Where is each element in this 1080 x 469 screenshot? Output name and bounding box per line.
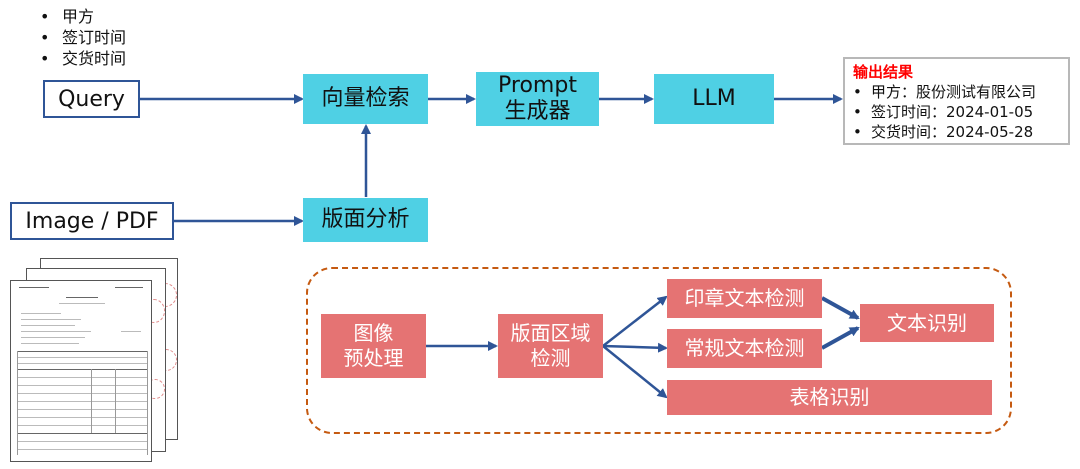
output-item: 交货时间：2024-05-28 [853, 122, 1060, 142]
seal-text-detection-box: 印章文本检测 [667, 279, 822, 318]
layout-analysis-box: 版面分析 [303, 198, 428, 242]
prompt-generator-label-2: 生成器 [504, 99, 571, 124]
output-item: 甲方：股份测试有限公司 [853, 82, 1060, 102]
layout-region-detection-box: 版面区域 检测 [498, 314, 603, 378]
arrow-normal-to-textrec [821, 326, 860, 350]
prompt-generator-box: Prompt 生成器 [476, 72, 599, 126]
normal-text-detection-box: 常规文本检测 [667, 329, 822, 368]
vector-search-box: 向量检索 [303, 74, 428, 124]
bullet-item: 甲方 [40, 6, 126, 27]
arrow-seal-to-textrec [821, 296, 860, 320]
text-recognition-label: 文本识别 [887, 310, 967, 335]
image-preprocess-label-1: 图像 [353, 321, 394, 345]
layout-region-detection-label-1: 版面区域 [510, 321, 591, 345]
image-pdf-box: Image / PDF [10, 202, 174, 240]
query-label: Query [58, 86, 125, 112]
output-title: 输出结果 [853, 63, 914, 81]
layout-region-detection-label-2: 检测 [530, 346, 571, 370]
layout-analysis-label: 版面分析 [321, 207, 410, 232]
bullet-item: 交货时间 [40, 48, 126, 69]
layout-analysis-detail-frame [306, 267, 1012, 434]
arrow-region-to-seal [602, 295, 668, 347]
image-pdf-label: Image / PDF [25, 208, 159, 234]
table-recognition-label: 表格识别 [789, 385, 870, 409]
output-result-panel: 输出结果 甲方：股份测试有限公司 签订时间：2024-01-05 交货时间：20… [843, 57, 1070, 145]
output-item: 签订时间：2024-01-05 [853, 102, 1060, 122]
arrow-region-to-table [602, 345, 668, 399]
prompt-generator-label-1: Prompt [498, 73, 577, 98]
text-recognition-box: 文本识别 [860, 304, 994, 342]
bullet-item: 签订时间 [40, 27, 126, 48]
table-recognition-box: 表格识别 [667, 380, 992, 415]
llm-box: LLM [654, 74, 774, 124]
document-stack-illustration [10, 258, 180, 464]
image-preprocess-label-2: 预处理 [343, 346, 404, 370]
seal-text-detection-label: 印章文本检测 [684, 286, 805, 310]
query-box: Query [43, 80, 140, 118]
document-page-front [10, 280, 152, 462]
query-fields-list: 甲方 签订时间 交货时间 [40, 6, 126, 69]
normal-text-detection-label: 常规文本检测 [684, 336, 805, 360]
image-preprocess-box: 图像 预处理 [321, 314, 426, 378]
vector-search-label: 向量检索 [321, 86, 410, 111]
llm-label: LLM [692, 86, 736, 111]
arrow-region-to-normal [602, 342, 668, 353]
